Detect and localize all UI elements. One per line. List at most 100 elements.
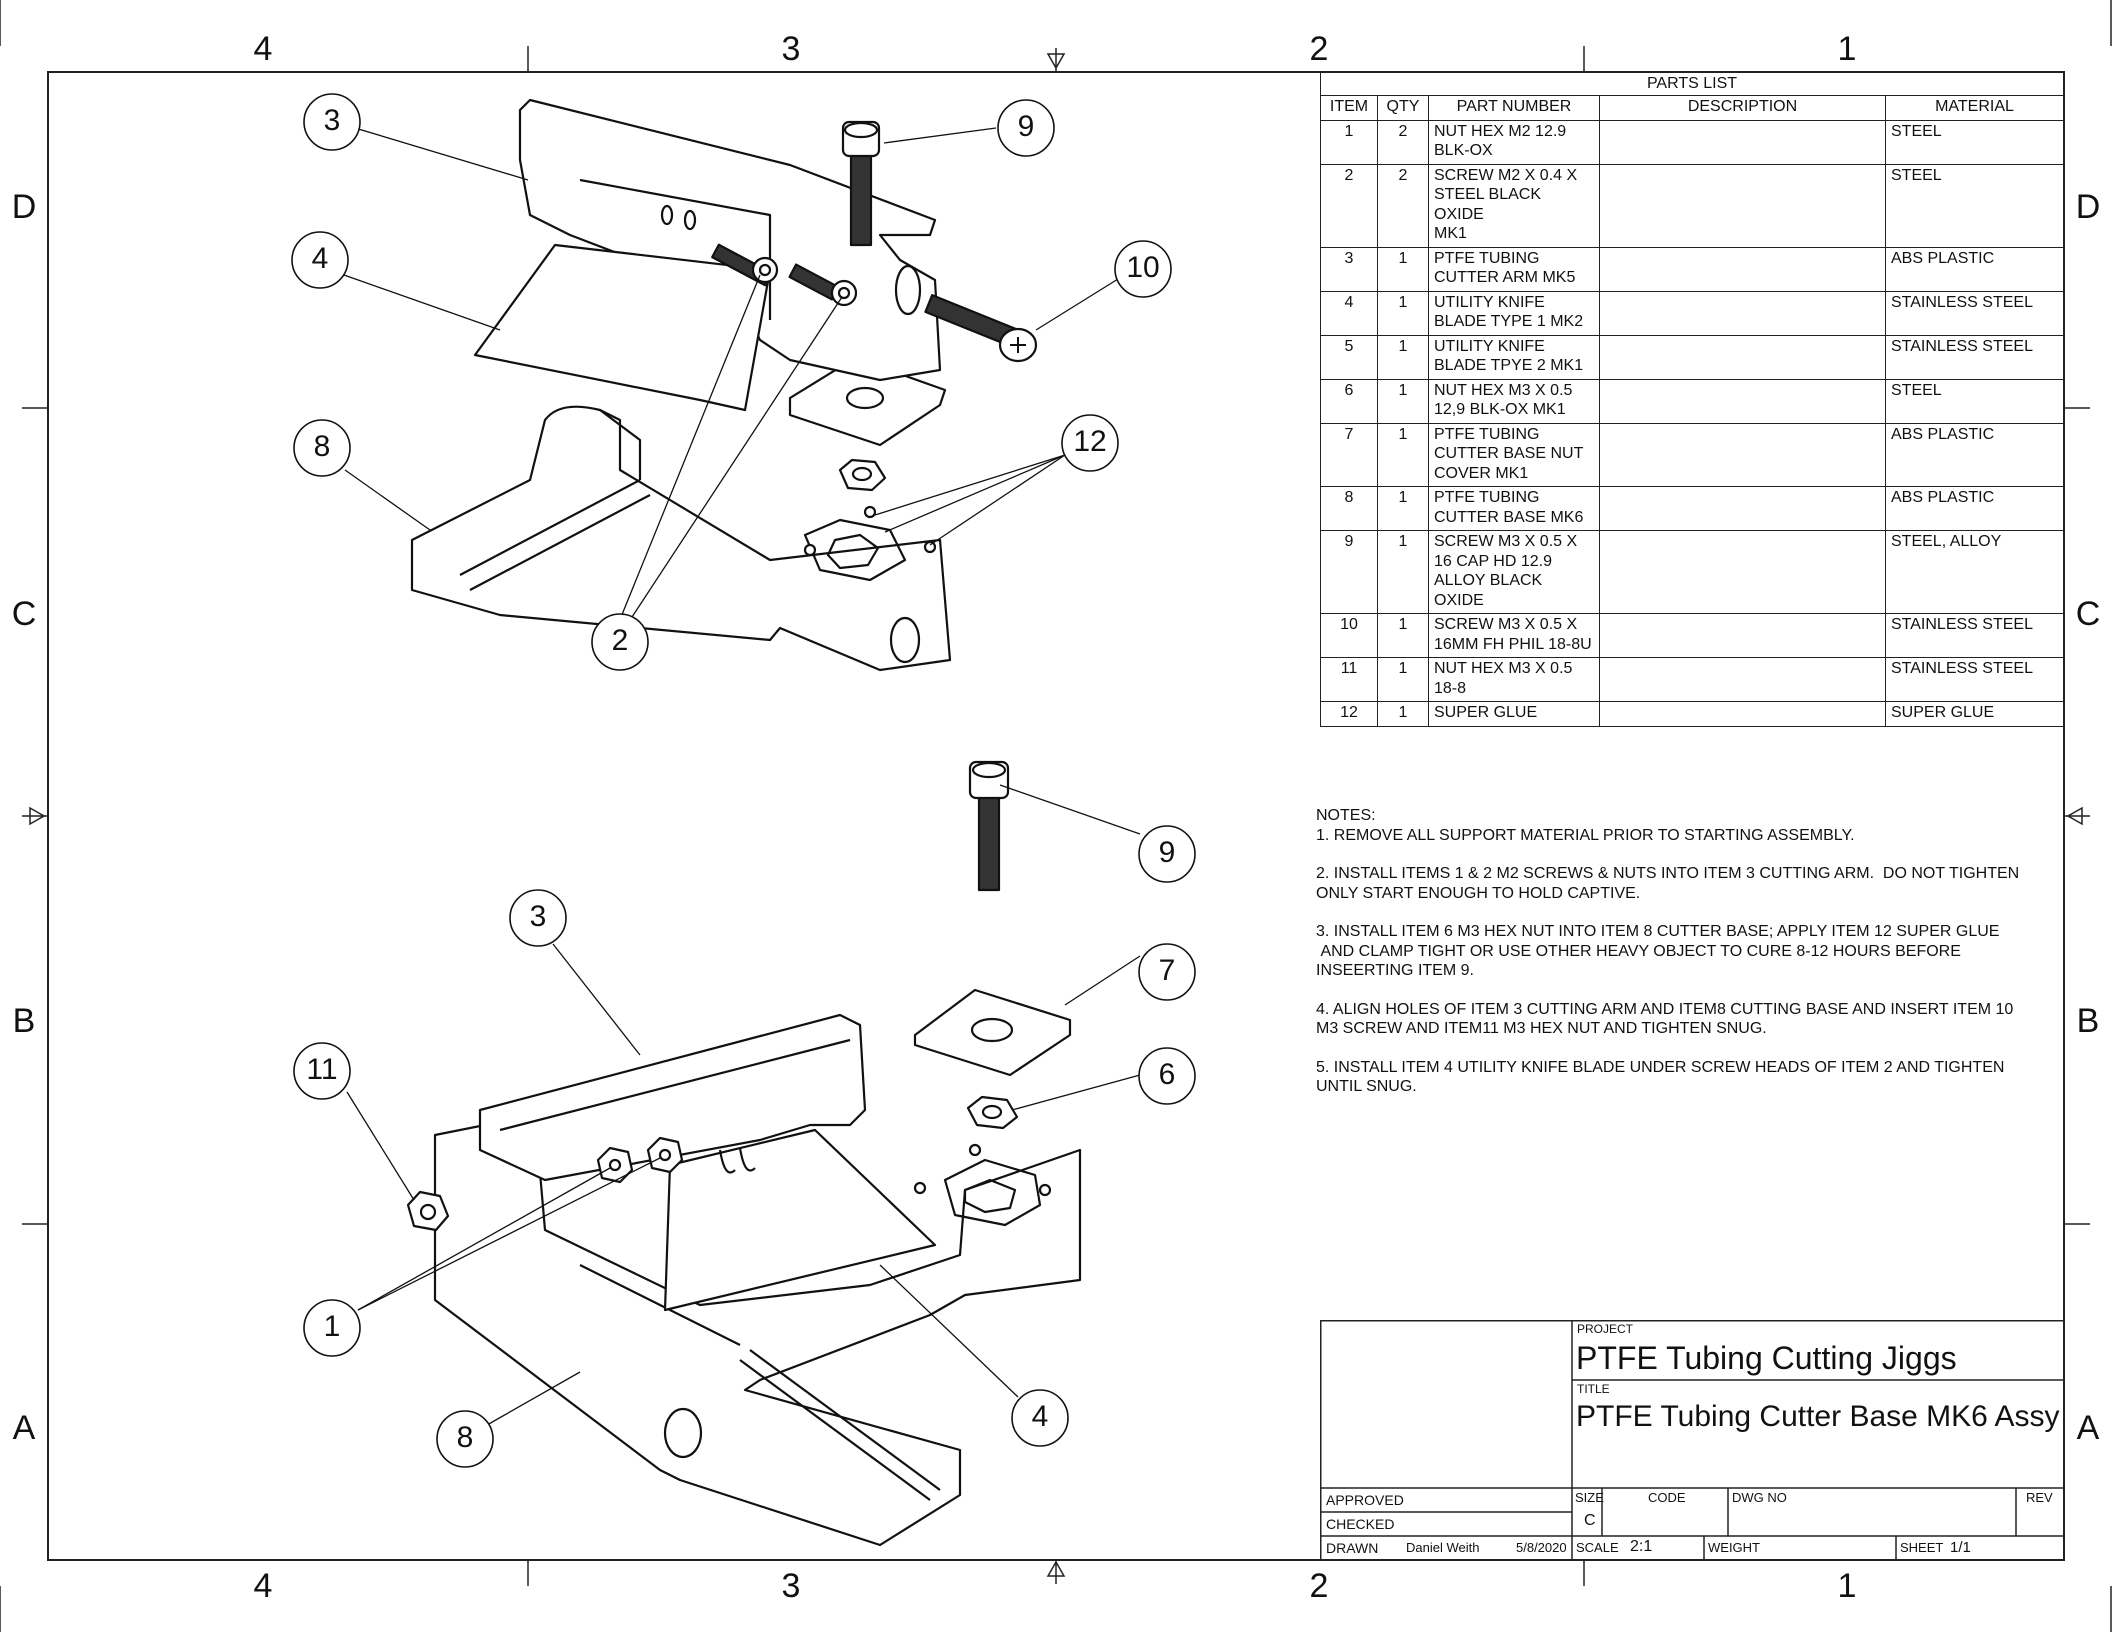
item-balloons: [291, 93, 1196, 1468]
balloon-top-10: 10: [1126, 251, 1160, 284]
size-label: SIZE: [1575, 1490, 1604, 1505]
title-block: [1320, 1320, 2065, 1561]
project-name: PTFE Tubing Cutting Jiggs: [1576, 1340, 1957, 1376]
sheet-label: SHEET: [1900, 1540, 1944, 1555]
cutter-base-bottom: [433, 1113, 1082, 1547]
balloon-bottom-9: 9: [1158, 836, 1176, 869]
balloon-bottom-11: 11: [306, 1053, 338, 1086]
cell-qty: 1: [1377, 290, 1429, 336]
cell-description: [1599, 163, 1886, 248]
cell-qty: 2: [1377, 119, 1429, 165]
cell-qty: 1: [1377, 378, 1429, 424]
cell-material: STEEL, ALLOY: [1885, 530, 2064, 614]
nut-cover-bottom: [913, 988, 1072, 1077]
cell-part-number: PTFE TUBING CUTTER ARM MK5: [1428, 246, 1600, 292]
cell-description: [1599, 657, 1886, 702]
zone-row-A-right: A: [2076, 1409, 2100, 1447]
zone-row-B-left: B: [12, 1002, 36, 1040]
title-label: TITLE: [1577, 1382, 1610, 1396]
cell-material: STAINLESS STEEL: [1885, 334, 2064, 380]
cell-item: 2: [1320, 163, 1378, 248]
cell-description: [1599, 613, 1886, 658]
header-item: ITEM: [1320, 95, 1378, 121]
cell-description: [1599, 246, 1886, 292]
cell-description: [1599, 486, 1886, 531]
header-qty: QTY: [1377, 95, 1429, 121]
project-label: PROJECT: [1577, 1322, 1634, 1336]
cutter-arm-bottom: [478, 1013, 867, 1182]
cell-material: ABS PLASTIC: [1885, 246, 2064, 292]
balloon-top-12: 12: [1073, 425, 1107, 458]
hex-nut-bottom: [966, 1095, 1019, 1130]
header-material: MATERIAL: [1885, 95, 2064, 121]
code-label: CODE: [1648, 1490, 1686, 1505]
cap-screw-bottom: [968, 760, 1010, 892]
cell-qty: 1: [1377, 486, 1429, 531]
cell-item: 8: [1320, 486, 1378, 531]
cell-item: 12: [1320, 701, 1378, 727]
size-value: C: [1584, 1512, 1596, 1529]
cutter-base-top: [410, 405, 952, 672]
cell-item: 3: [1320, 246, 1378, 292]
note-5: 5. INSTALL ITEM 4 UTILITY KNIFE BLADE UN…: [1316, 1058, 2005, 1096]
rev-label: REV: [2026, 1490, 2053, 1505]
cell-material: STAINLESS STEEL: [1885, 290, 2064, 336]
zone-row-C-left: C: [11, 595, 37, 633]
zone-col-1-bottom: 1: [1837, 1567, 1857, 1605]
bottom-assembly-view: [406, 760, 1082, 1547]
leader-lines: [343, 127, 1141, 1426]
checked-label: CHECKED: [1326, 1516, 1395, 1532]
balloon-bottom-7: 7: [1158, 954, 1176, 987]
balloon-bottom-3: 3: [529, 900, 547, 933]
cell-part-number: NUT HEX M3 X 0.5 12,9 BLK-OX MK1: [1428, 378, 1600, 424]
cell-description: [1599, 290, 1886, 336]
fh-screw-top: [924, 294, 1038, 363]
cell-part-number: UTILITY KNIFE BLADE TPYE 2 MK1: [1428, 334, 1600, 380]
cell-item: 11: [1320, 657, 1378, 702]
cell-description: [1599, 422, 1886, 487]
note-3: 3. INSTALL ITEM 6 M3 HEX NUT INTO ITEM 8…: [1316, 923, 2000, 979]
dwgno-label: DWG NO: [1732, 1490, 1787, 1505]
cell-part-number: UTILITY KNIFE BLADE TYPE 1 MK2: [1428, 290, 1600, 336]
cell-material: STEEL: [1885, 163, 2064, 248]
cell-material: STEEL: [1885, 119, 2064, 165]
assembly-notes: NOTES: 1. REMOVE ALL SUPPORT MATERIAL PR…: [1316, 806, 2076, 1097]
hex-nut-top: [838, 458, 887, 492]
cell-part-number: SCREW M2 X 0.4 X STEEL BLACK OXIDE MK1: [1428, 163, 1600, 248]
cell-qty: 1: [1377, 613, 1429, 658]
cell-item: 1: [1320, 119, 1378, 165]
balloon-top-3: 3: [323, 104, 341, 137]
notes-heading: NOTES:: [1316, 807, 1376, 824]
cell-part-number: PTFE TUBING CUTTER BASE MK6: [1428, 486, 1600, 531]
zone-col-3-bottom: 3: [781, 1567, 801, 1605]
note-1: 1. REMOVE ALL SUPPORT MATERIAL PRIOR TO …: [1316, 826, 1855, 844]
zone-col-4-bottom: 4: [253, 1567, 273, 1605]
cell-qty: 1: [1377, 422, 1429, 487]
cell-qty: 1: [1377, 657, 1429, 702]
zone-col-4-top: 4: [253, 30, 273, 68]
cell-part-number: SUPER GLUE: [1428, 701, 1600, 727]
zone-row-B-right: B: [2076, 1002, 2100, 1040]
balloon-top-8: 8: [313, 430, 331, 463]
cell-material: ABS PLASTIC: [1885, 486, 2064, 531]
note-4: 4. ALIGN HOLES OF ITEM 3 CUTTING ARM AND…: [1316, 1000, 2014, 1038]
cell-part-number: NUT HEX M3 X 0.5 18-8: [1428, 657, 1600, 702]
zone-col-2-top: 2: [1309, 30, 1329, 68]
balloon-bottom-1: 1: [323, 1310, 341, 1343]
cell-item: 5: [1320, 334, 1378, 380]
cell-description: [1599, 334, 1886, 380]
balloon-bottom-4: 4: [1031, 1400, 1049, 1433]
cell-description: [1599, 530, 1886, 614]
parts-list-header-row: ITEM QTY PART NUMBER DESCRIPTION MATERIA…: [1320, 95, 2064, 121]
